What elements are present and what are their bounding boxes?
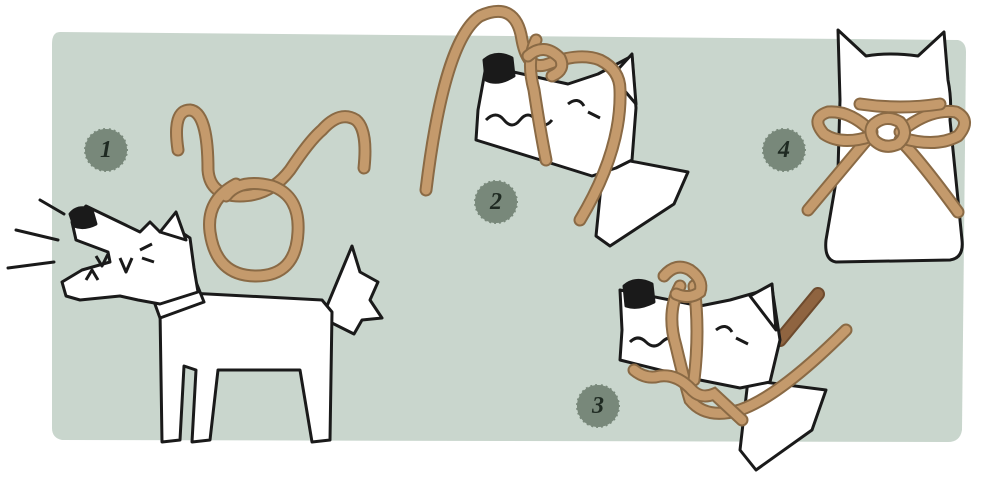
step-number: 2	[490, 188, 502, 215]
step-badge-3: 3	[576, 384, 620, 428]
bark-lines-icon	[6, 198, 66, 270]
step4-illustration	[801, 28, 971, 264]
step1-illustration	[6, 103, 384, 444]
rope-knot-step3	[627, 260, 853, 427]
dog1	[60, 204, 384, 444]
step-number: 3	[592, 392, 604, 419]
step-number: 4	[778, 136, 790, 163]
rope-loop-step2	[419, 5, 627, 227]
step3-illustration	[618, 260, 853, 472]
step-badge-2: 2	[474, 180, 518, 224]
rope-bow-step4	[801, 97, 971, 219]
step-number: 1	[100, 136, 112, 163]
step2-illustration	[419, 5, 690, 248]
step-badge-4: 4	[762, 128, 806, 172]
step-badge-1: 1	[84, 128, 128, 172]
rope-loop-step1	[170, 103, 372, 283]
